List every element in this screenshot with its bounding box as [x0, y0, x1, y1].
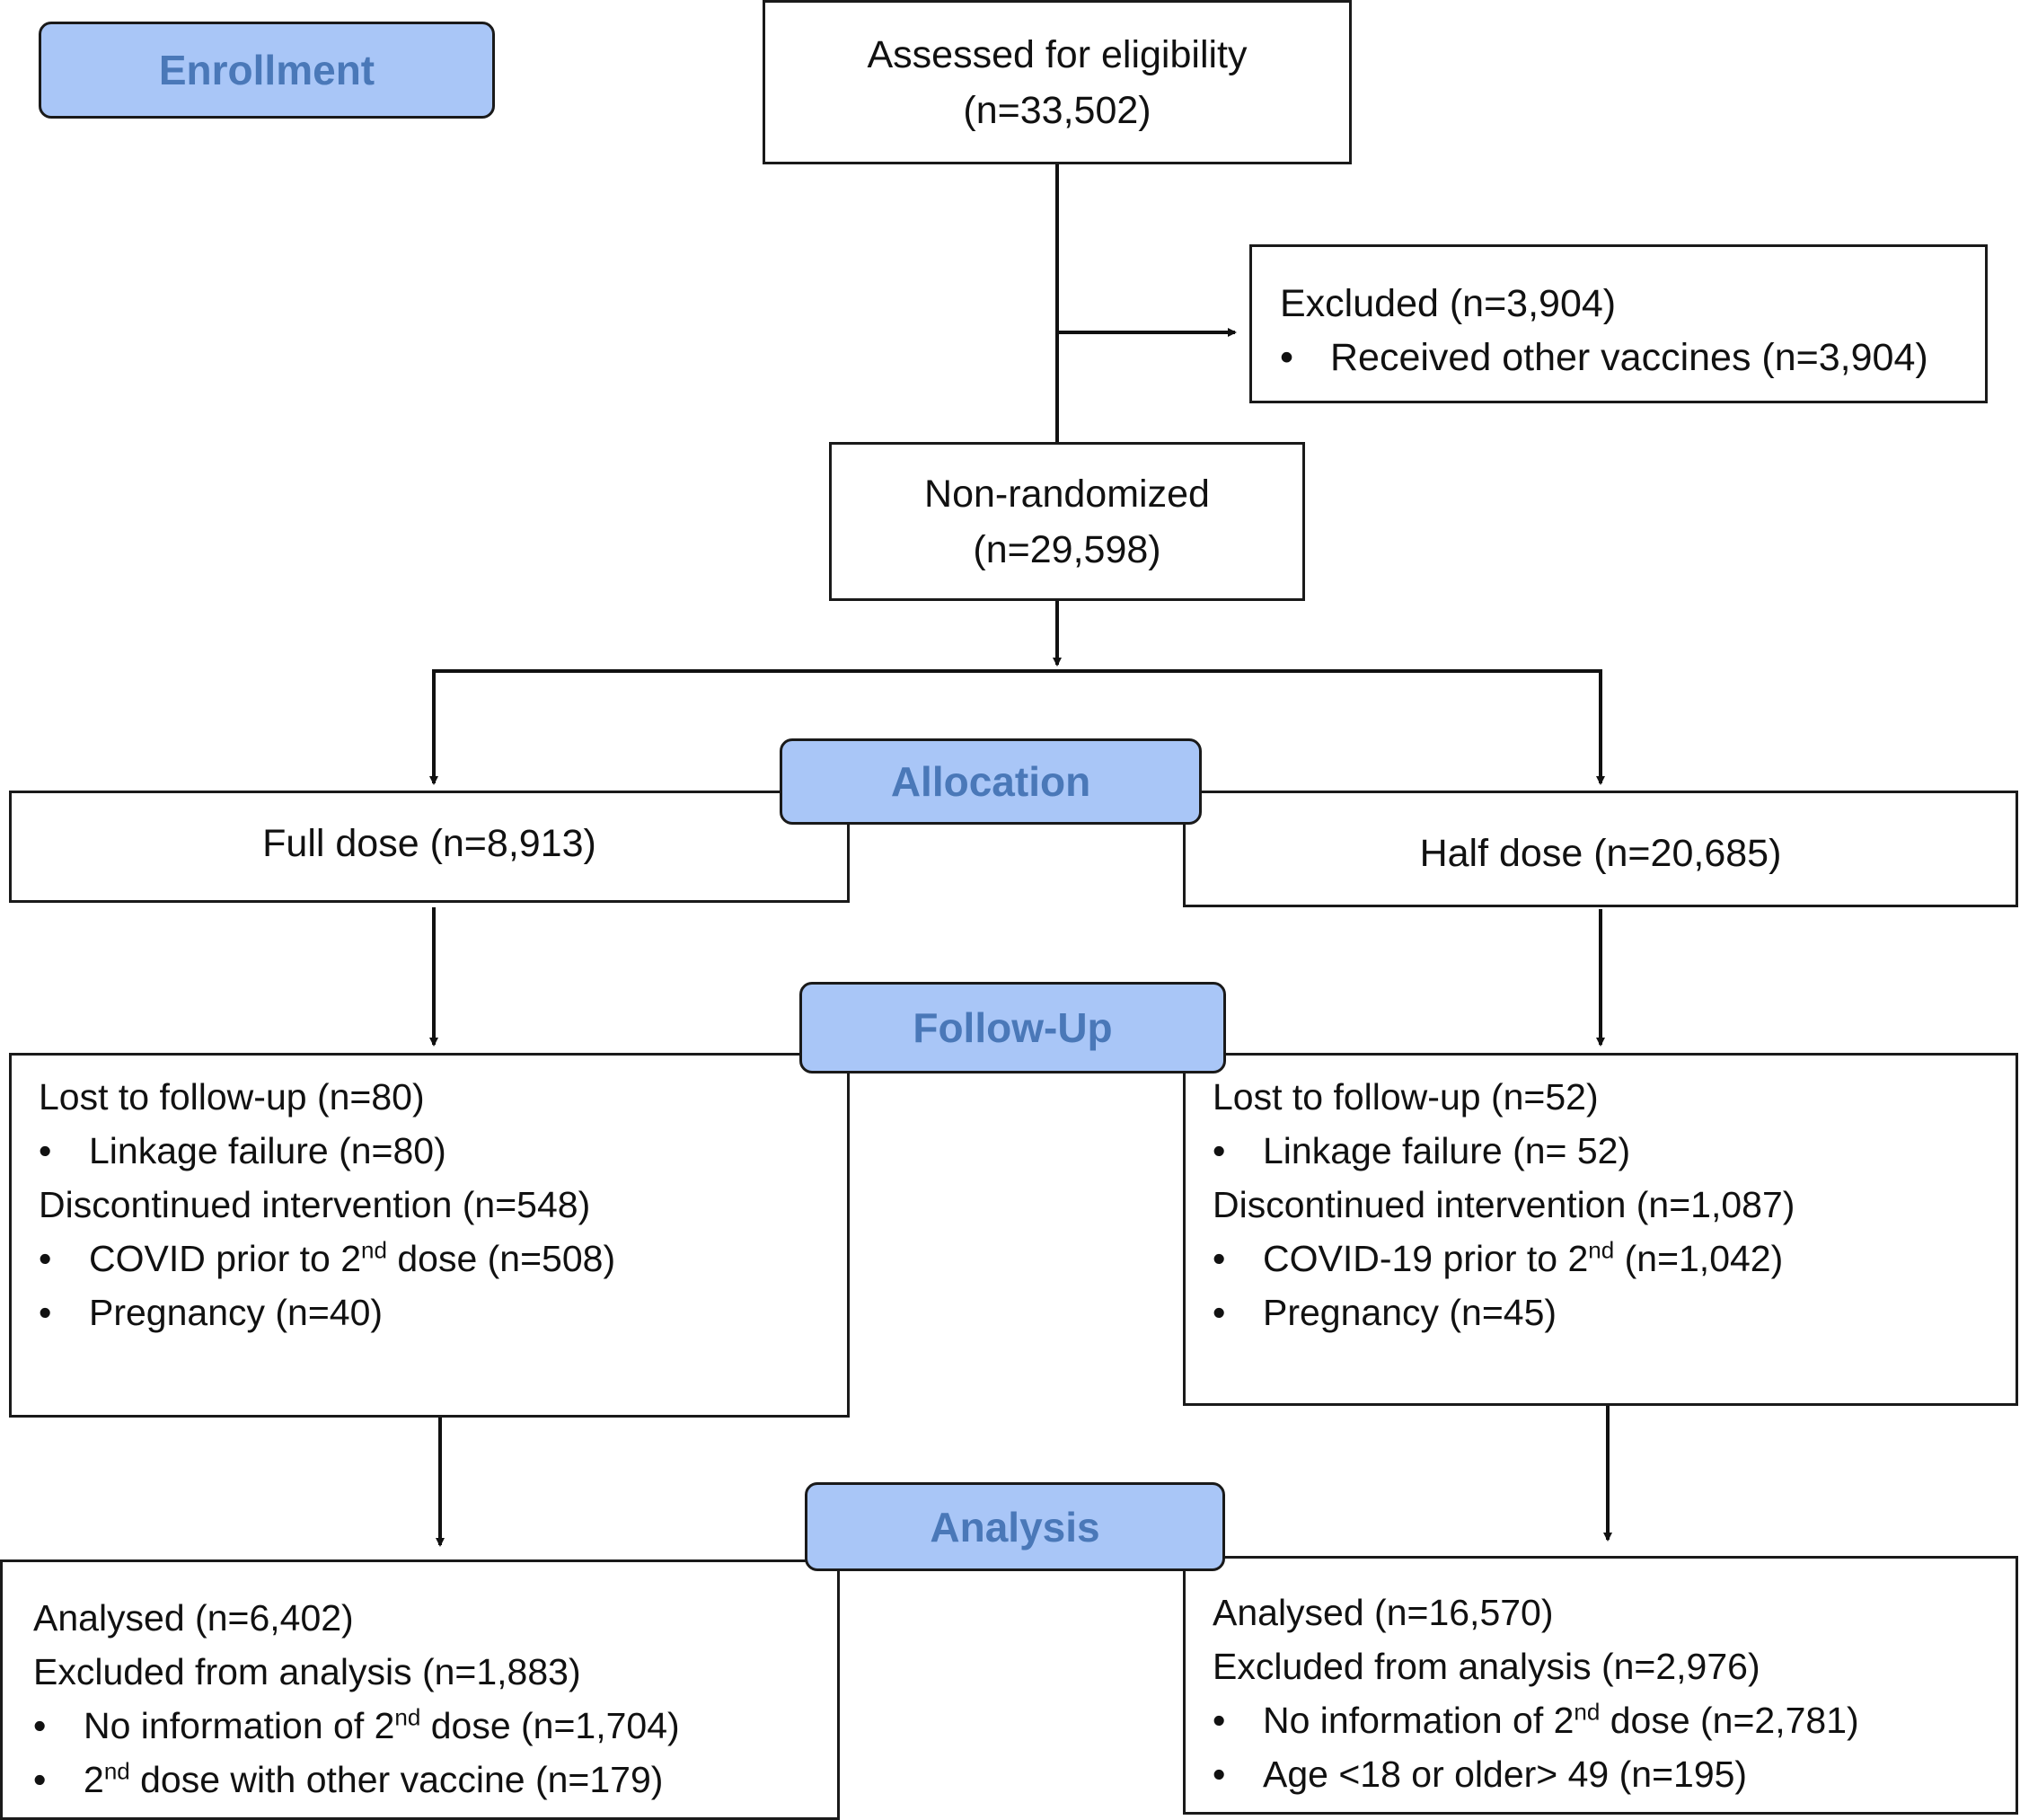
age-exclusion-right-text: Age <18 or older> 49 (n=195) — [1263, 1754, 1748, 1795]
discontinued-right: Discontinued intervention (n=1,087) — [1213, 1184, 1795, 1225]
non-randomized-title: Non-randomized — [924, 472, 1210, 516]
excluded-reason-item: • Received other vaccines (n=3,904) — [1280, 331, 1985, 384]
no-info-second-dose-right: • No information of 2nd dose (n=2,781) — [1213, 1693, 2016, 1747]
lost-to-followup-left: Lost to follow-up (n=80) — [39, 1076, 425, 1118]
followup-left-box: Lost to follow-up (n=80) • Linkage failu… — [9, 1053, 850, 1418]
excluded-reason-text: Received other vaccines (n=3,904) — [1330, 336, 1928, 379]
full-dose-box: Full dose (n=8,913) — [9, 791, 850, 903]
half-dose-box: Half dose (n=20,685) — [1183, 791, 2018, 907]
no-info-right-post: dose (n=2,781) — [1600, 1700, 1859, 1741]
covid-prior-right-pre: COVID-19 prior to 2 — [1263, 1238, 1589, 1279]
stage-label-analysis: Analysis — [805, 1482, 1225, 1571]
analysis-left-box: Analysed (n=6,402) Excluded from analysi… — [0, 1559, 840, 1820]
other-vaccine-left-post: dose with other vaccine (n=179) — [129, 1759, 664, 1800]
full-dose-label: Full dose (n=8,913) — [262, 821, 596, 865]
bullet-glyph: • — [1213, 1700, 1226, 1741]
discontinued-left: Discontinued intervention (n=548) — [39, 1184, 591, 1225]
age-exclusion-right: • Age <18 or older> 49 (n=195) — [1213, 1747, 2016, 1801]
bullet-glyph: • — [1213, 1130, 1226, 1171]
analysis-right-box: Analysed (n=16,570) Excluded from analys… — [1183, 1556, 2018, 1815]
analysed-right: Analysed (n=16,570) — [1213, 1592, 1554, 1633]
covid-prior-left-pre: COVID prior to 2 — [89, 1238, 362, 1279]
excluded-box: Excluded (n=3,904) • Received other vacc… — [1249, 244, 1988, 403]
bullet-glyph: • — [1213, 1754, 1226, 1795]
linkage-failure-left: • Linkage failure (n=80) — [39, 1124, 847, 1178]
assessed-box: Assessed for eligibility (n=33,502) — [763, 0, 1352, 164]
linkage-failure-right-text: Linkage failure (n= 52) — [1263, 1130, 1631, 1171]
other-vaccine-left-pre: 2 — [84, 1759, 104, 1800]
lost-to-followup-right: Lost to follow-up (n=52) — [1213, 1076, 1599, 1118]
pregnancy-right-text: Pregnancy (n=45) — [1263, 1292, 1557, 1333]
covid-prior-right: • COVID-19 prior to 2nd (n=1,042) — [1213, 1232, 2016, 1285]
covid-prior-right-post: (n=1,042) — [1614, 1238, 1784, 1279]
stage-label-allocation: Allocation — [780, 738, 1202, 825]
followup-right-box: Lost to follow-up (n=52) • Linkage failu… — [1183, 1053, 2018, 1406]
stage-label-enrollment: Enrollment — [39, 22, 495, 119]
pregnancy-left-text: Pregnancy (n=40) — [89, 1292, 384, 1333]
bullet-glyph: • — [33, 1759, 47, 1800]
bullet-glyph: • — [39, 1130, 52, 1171]
assessed-title: Assessed for eligibility — [867, 32, 1248, 76]
stage-label-follow-up: Follow-Up — [799, 982, 1226, 1073]
excluded-from-analysis-left: Excluded from analysis (n=1,883) — [33, 1651, 581, 1692]
non-randomized-count: (n=29,598) — [973, 527, 1161, 571]
connector-split — [432, 669, 1602, 783]
no-info-second-dose-left: • No information of 2nd dose (n=1,704) — [33, 1699, 837, 1753]
no-info-left-pre: No information of 2 — [84, 1705, 395, 1746]
linkage-failure-left-text: Linkage failure (n=80) — [89, 1130, 446, 1171]
other-vaccine-left-sup: nd — [103, 1757, 130, 1785]
analysed-left: Analysed (n=6,402) — [33, 1597, 354, 1639]
no-info-right-sup: nd — [1574, 1698, 1601, 1726]
pregnancy-right: • Pregnancy (n=45) — [1213, 1285, 2016, 1339]
non-randomized-box: Non-randomized (n=29,598) — [829, 442, 1305, 601]
no-info-left-sup: nd — [394, 1703, 421, 1731]
assessed-count: (n=33,502) — [963, 88, 1151, 132]
bullet-glyph: • — [39, 1238, 52, 1279]
bullet-glyph: • — [39, 1292, 52, 1333]
bullet-glyph: • — [1213, 1238, 1226, 1279]
second-dose-other-vaccine-left: • 2nd dose with other vaccine (n=179) — [33, 1753, 837, 1807]
linkage-failure-right: • Linkage failure (n= 52) — [1213, 1124, 2016, 1178]
half-dose-label: Half dose (n=20,685) — [1419, 832, 1782, 875]
covid-prior-left-sup: nd — [361, 1236, 387, 1264]
covid-prior-left-post: dose (n=508) — [386, 1238, 616, 1279]
no-info-right-pre: No information of 2 — [1263, 1700, 1575, 1741]
covid-prior-left: • COVID prior to 2nd dose (n=508) — [39, 1232, 847, 1285]
excluded-title: Excluded (n=3,904) — [1280, 282, 1617, 325]
bullet-glyph: • — [33, 1705, 47, 1746]
bullet-glyph: • — [1280, 336, 1294, 379]
excluded-from-analysis-right: Excluded from analysis (n=2,976) — [1213, 1646, 1760, 1687]
bullet-glyph: • — [1213, 1292, 1226, 1333]
covid-prior-right-sup: nd — [1588, 1236, 1615, 1264]
pregnancy-left: • Pregnancy (n=40) — [39, 1285, 847, 1339]
no-info-left-post: dose (n=1,704) — [420, 1705, 680, 1746]
